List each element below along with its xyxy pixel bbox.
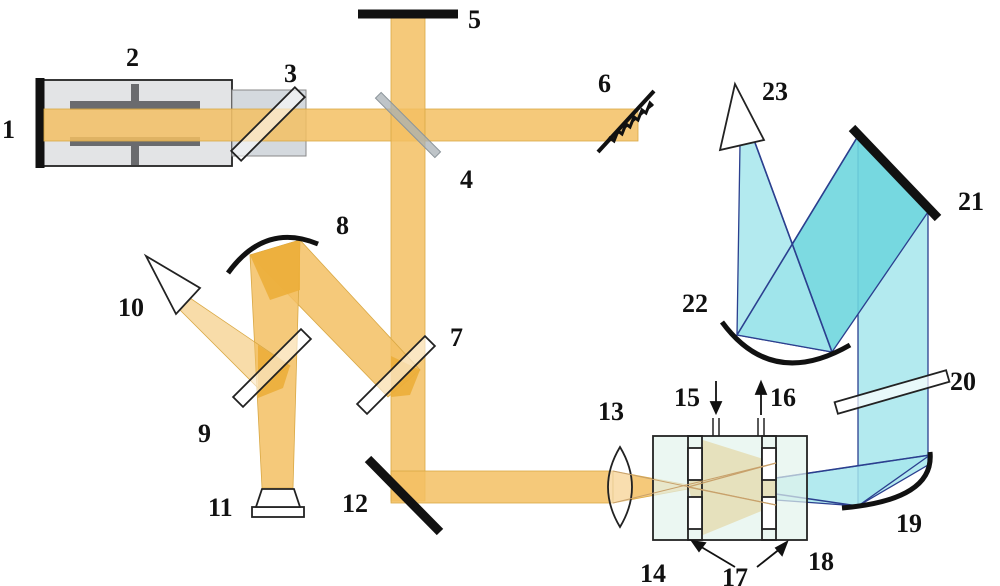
electrode-right-top	[761, 447, 777, 481]
label-8: 8	[336, 211, 349, 240]
label-15: 15	[674, 383, 700, 412]
beam-bottom-horizontal	[390, 470, 614, 504]
window-plate-3	[229, 85, 307, 163]
label-10: 10	[118, 293, 144, 322]
label-18: 18	[808, 547, 834, 576]
label-9: 9	[198, 419, 211, 448]
detector-11	[251, 488, 305, 518]
output-beams	[735, 134, 931, 508]
label-23: 23	[762, 77, 788, 106]
label-14: 14	[640, 559, 666, 586]
mirror-12	[364, 455, 444, 536]
labels: 1 2 3 4 5 6 7 8 9 10 11 12 13 14 15 16 1…	[2, 5, 984, 586]
curved-mirror-19	[841, 451, 933, 511]
label-16: 16	[770, 383, 796, 412]
lens-13	[607, 445, 633, 529]
arrows	[690, 379, 789, 568]
electrode-post-bottom	[131, 137, 139, 165]
curved-mirror-22	[719, 320, 852, 366]
arrow-out-16-head	[754, 379, 768, 395]
label-3: 3	[284, 59, 297, 88]
arrow-17-right-head	[774, 540, 789, 557]
label-11: 11	[208, 493, 233, 522]
arrow-17-right	[756, 547, 782, 568]
label-17: 17	[722, 563, 748, 586]
cell-window-left	[687, 435, 703, 541]
plate-7	[355, 334, 437, 416]
label-1: 1	[2, 115, 15, 144]
detector-23	[718, 81, 766, 152]
label-6: 6	[598, 69, 611, 98]
beam-horizontal-main	[43, 108, 639, 142]
label-4: 4	[460, 165, 473, 194]
grating-6	[596, 89, 656, 154]
curved-mirror-8	[225, 234, 319, 275]
label-20: 20	[950, 367, 976, 396]
mirror-21	[848, 124, 942, 222]
beam-vertical-main	[390, 15, 426, 502]
electrode-left-bottom	[687, 496, 703, 530]
beam-splitter-4	[374, 91, 442, 159]
label-22: 22	[682, 289, 708, 318]
label-5: 5	[468, 5, 481, 34]
plate-20	[833, 369, 951, 415]
label-2: 2	[126, 43, 139, 72]
label-19: 19	[896, 509, 922, 538]
plate-9	[231, 327, 313, 409]
detector-10	[143, 253, 202, 316]
label-12: 12	[342, 489, 368, 518]
beam-overlap-8	[250, 240, 300, 300]
arrow-in-15-head	[709, 401, 723, 416]
electrode-left-top	[687, 447, 703, 481]
cell-window-right	[761, 435, 777, 541]
focus-ray-c	[612, 470, 777, 506]
gas-cell-body	[652, 435, 808, 541]
gas-cell	[612, 418, 808, 541]
arrow-17-left-head	[690, 539, 707, 553]
label-13: 13	[598, 397, 624, 426]
electrode-right-bottom	[761, 496, 777, 530]
ray-cross-1	[736, 135, 859, 336]
ray-cross-2	[753, 139, 833, 353]
focus-ray-d	[612, 462, 777, 504]
electrode-post-top	[131, 84, 139, 110]
label-7: 7	[450, 323, 463, 352]
label-21: 21	[958, 187, 984, 216]
arrow-17-left	[697, 544, 736, 568]
